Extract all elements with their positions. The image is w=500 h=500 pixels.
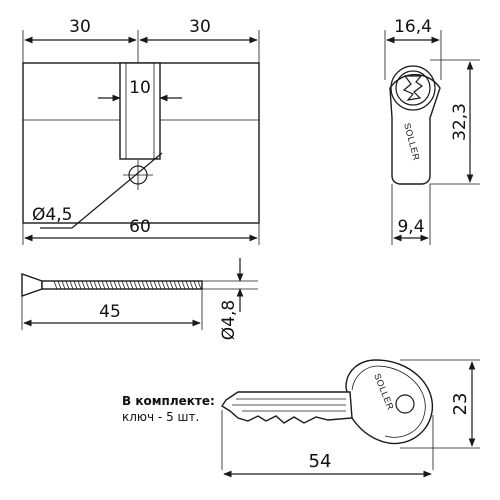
thread-mark [197, 280, 202, 290]
dim-label-side-height: 32,3 [450, 103, 470, 141]
package-note: В комплекте: ключ - 5 шт. [122, 394, 215, 424]
thread-mark [61, 280, 66, 290]
screw-view: 45 Ø4,8 [21, 258, 258, 340]
thread-mark [93, 280, 98, 290]
thread-mark [73, 280, 78, 290]
note-text: ключ - 5 шт. [122, 410, 199, 424]
thread-mark [133, 280, 138, 290]
thread-mark [181, 280, 186, 290]
thread-mark [153, 280, 158, 290]
thread-mark [97, 280, 102, 290]
thread-mark [65, 280, 70, 290]
thread-mark [189, 280, 194, 290]
thread-mark [117, 280, 122, 290]
dim-label-side-width: 16,4 [394, 17, 432, 37]
dim-label-total-60: 60 [129, 217, 151, 237]
screw-shank [41, 280, 203, 290]
cam-slot [119, 62, 161, 160]
thread-mark [105, 280, 110, 290]
thread-mark [121, 280, 126, 290]
dim-label-hole: Ø4,5 [32, 205, 72, 225]
thread-mark [177, 280, 182, 290]
key-bow [345, 359, 434, 445]
thread-mark [137, 280, 142, 290]
thread-mark [149, 280, 154, 290]
dim-label-side-bottom: 9,4 [397, 217, 424, 237]
thread-mark [53, 280, 58, 290]
thread-mark [69, 280, 74, 290]
thread-mark [81, 280, 86, 290]
key-blade [221, 391, 353, 424]
thread-mark [141, 280, 146, 290]
dim-label-key-height: 23 [450, 393, 471, 416]
dim-label-right-30: 30 [189, 17, 211, 37]
thread-mark [113, 280, 118, 290]
cylinder-front-view: 30 30 10 Ø4,5 60 [22, 17, 260, 245]
dim-label-cam: 10 [129, 78, 151, 98]
thread-mark [161, 280, 166, 290]
screw-thread [53, 280, 202, 290]
cylinder-side-view: SOLLER 16,4 32,3 9,4 [384, 17, 480, 245]
key-view: SOLLER 54 23 [221, 359, 480, 478]
dim-label-left-30: 30 [69, 17, 91, 37]
key-bow-inner [351, 365, 426, 438]
thread-mark [89, 280, 94, 290]
dim-label-screw-length: 45 [99, 302, 121, 322]
thread-mark [109, 280, 114, 290]
thread-mark [85, 280, 90, 290]
thread-mark [57, 280, 62, 290]
thread-mark [125, 280, 130, 290]
thread-mark [145, 280, 150, 290]
thread-mark [157, 280, 162, 290]
thread-mark [129, 280, 134, 290]
hole-leader [71, 152, 163, 229]
keyway-inner-ring [395, 70, 431, 106]
dim-label-screw-diameter: Ø4,8 [219, 300, 239, 340]
thread-mark [165, 280, 170, 290]
note-title: В комплекте: [122, 394, 215, 408]
thread-mark [185, 280, 190, 290]
keyway-outer-ring [390, 65, 436, 111]
thread-mark [101, 280, 106, 290]
thread-mark [193, 280, 198, 290]
thread-mark [77, 280, 82, 290]
dim-label-key-length: 54 [309, 451, 332, 472]
key-ring-hole [395, 394, 415, 414]
keyway-slot [402, 75, 424, 101]
thread-mark [169, 280, 174, 290]
thread-mark [173, 280, 178, 290]
screw-head [21, 273, 43, 297]
